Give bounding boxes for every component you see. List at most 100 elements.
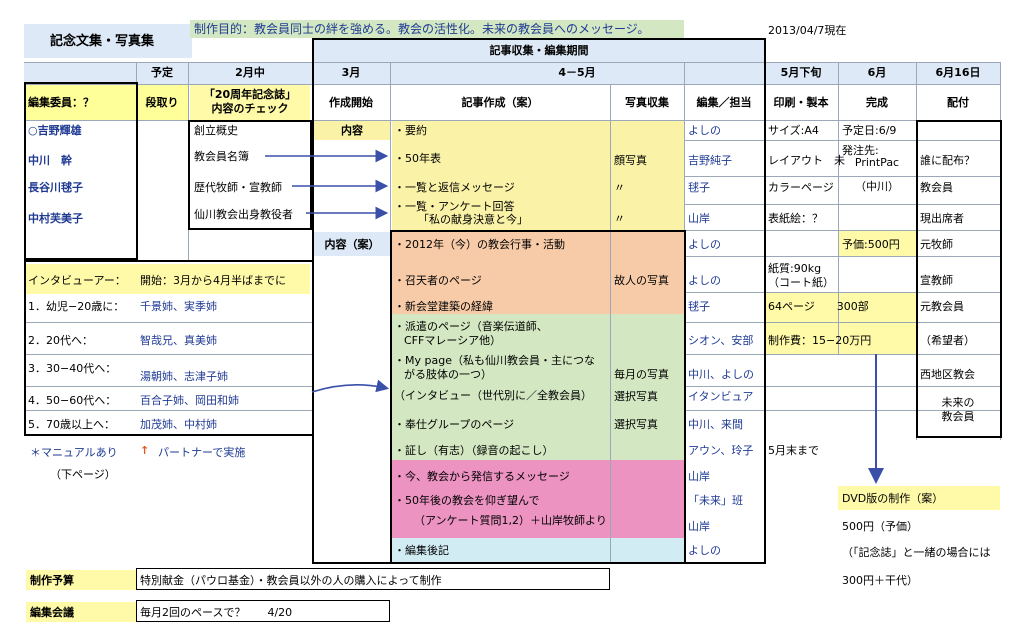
editor-12: アウン、玲子 bbox=[688, 444, 754, 457]
editor-13: 山岸 bbox=[688, 470, 710, 483]
done-label: 完成 bbox=[866, 96, 888, 109]
interview-name-4: 百合子姉、岡田和姉 bbox=[140, 394, 239, 407]
editor-7: 毬子 bbox=[688, 300, 710, 313]
article-3: ・一覧と返信メッセージ bbox=[394, 181, 515, 194]
hdr-aprmay: 4－5月 bbox=[558, 66, 596, 79]
editor-16: よしの bbox=[688, 544, 721, 557]
check-bg bbox=[190, 84, 310, 120]
interview-age-5: 5．70歳以上へ： bbox=[28, 418, 115, 431]
article-14: ・50年後の教会を仰ぎ望んで bbox=[394, 494, 540, 507]
article-2: ・50年表 bbox=[394, 152, 441, 165]
dist-8: 西地区教会 bbox=[920, 368, 975, 381]
print-1: サイズ:A4 bbox=[768, 124, 819, 137]
article-1: ・要約 bbox=[394, 124, 427, 137]
editor-15: 山岸 bbox=[688, 520, 710, 533]
editor-1: よしの bbox=[688, 124, 721, 137]
interview-age-4: 4．50−60代へ： bbox=[28, 394, 117, 407]
start-label: 作成開始 bbox=[329, 96, 373, 109]
done-1: 予定日:6/9 bbox=[842, 124, 897, 137]
dist-7: （希望者） bbox=[920, 334, 975, 347]
dvd-note: （「記念誌」と一緒の場合には bbox=[842, 546, 991, 559]
photo-3: 〃 bbox=[614, 212, 625, 225]
feb-item-3: 歴代牧師・宣教師 bbox=[194, 181, 282, 194]
interview-age-1: 1．幼児−20歳に： bbox=[28, 300, 125, 313]
purpose-bg bbox=[190, 20, 684, 38]
article-6: ・召天者のページ bbox=[394, 274, 482, 287]
pages-bg bbox=[766, 292, 916, 354]
interview-age-3: 3．30−40代へ： bbox=[28, 362, 117, 375]
editor-6: よしの bbox=[688, 274, 721, 287]
photo-2: 〃 bbox=[614, 181, 625, 194]
article-14b: （アンケート質問1,2）＋山岸牧師より bbox=[414, 514, 607, 527]
committee-bg bbox=[24, 84, 136, 120]
done-5: 予価:500円 bbox=[842, 238, 900, 251]
article-10: （インタビュー（世代別に／全教会員） bbox=[394, 389, 592, 402]
check-line1: 「20周年記念誌」 bbox=[203, 88, 297, 101]
feb-item-4: 仙川教会出身教役者 bbox=[194, 208, 293, 221]
partner-note: パートナーで実施 bbox=[158, 446, 246, 459]
hdr-late-may: 5月下旬 bbox=[780, 66, 822, 79]
article-8: ・派遣のページ（音楽伝道師、 bbox=[394, 320, 548, 333]
dvd-bg bbox=[838, 486, 1000, 510]
interview-name-2: 智哉兄、真美姉 bbox=[140, 334, 217, 347]
dist-10: 教会員 bbox=[941, 410, 975, 423]
dandori-label: 段取り bbox=[145, 96, 179, 109]
editor-8: シオン、安部 bbox=[688, 334, 754, 347]
budget-label-bg bbox=[26, 570, 136, 590]
editor-9: 中川、よしの bbox=[688, 368, 754, 381]
dist-9: 未来の bbox=[941, 396, 975, 409]
print-8: 制作費：15−20万円 bbox=[768, 334, 872, 347]
editor-11: 中川、来間 bbox=[688, 418, 743, 431]
naiyo-label: 内容 bbox=[341, 124, 363, 137]
meeting-label: 編集会議 bbox=[30, 606, 74, 619]
dvd-price: 500円（予価） bbox=[842, 520, 918, 533]
photo-label: 写真収集 bbox=[625, 96, 669, 109]
photo-4: 故人の写真 bbox=[614, 274, 669, 287]
article-4b: 「私の献身決意と今」 bbox=[418, 213, 528, 226]
print-label: 印刷・製本 bbox=[773, 96, 829, 109]
done-3: PrintPac bbox=[854, 156, 900, 169]
interview-name-1: 千景姉、実季姉 bbox=[140, 300, 217, 313]
dist-6: 元教会員 bbox=[920, 300, 964, 313]
photo-7: 選択写真 bbox=[614, 418, 658, 431]
budget-text: 特別献金（パウロ基金）・教会員以外の人の購入によって制作 bbox=[140, 574, 442, 587]
check-line2: 内容のチェック bbox=[211, 102, 289, 115]
naiyo-an-label: 内容（案） bbox=[324, 238, 380, 251]
period-bg bbox=[314, 40, 764, 62]
period-label: 記事収集・編集期間 bbox=[489, 44, 589, 57]
member-1: ○吉野輝雄 bbox=[28, 124, 82, 137]
editor-5: よしの bbox=[688, 238, 721, 251]
member-4: 中村芙美子 bbox=[28, 212, 83, 225]
article-8b: CFFマレーシア他） bbox=[404, 334, 502, 347]
article-5: ・2012年（今）の教会行事・活動 bbox=[394, 238, 565, 251]
member-2: 中川 幹 bbox=[28, 154, 72, 167]
dvd-title: DVD版の制作（案） bbox=[842, 492, 944, 505]
print-6: （コート紙） bbox=[768, 276, 834, 289]
interview-name-3: 湯朝姉、志津子姉 bbox=[140, 370, 228, 383]
interview-bg bbox=[24, 264, 310, 294]
dandori-bg bbox=[138, 84, 188, 120]
article-15: ・編集後記 bbox=[394, 544, 449, 557]
lblue-bg bbox=[392, 538, 684, 562]
meeting-label-bg bbox=[26, 602, 136, 622]
print-2: レイアウト 未 bbox=[768, 154, 845, 167]
feb-frame bbox=[188, 120, 312, 230]
dist-5: 宣教師 bbox=[920, 274, 953, 287]
manual-note: ＊マニュアルあり bbox=[30, 446, 118, 459]
editor-10: イタンビュア bbox=[688, 390, 754, 403]
dist-frame bbox=[916, 120, 1002, 438]
dist-1: 誰に配布？ bbox=[920, 154, 975, 167]
dist-2: 教会員 bbox=[920, 181, 953, 194]
article-12: ・証し（有志）（録音の起こし） bbox=[394, 444, 554, 457]
price-bg bbox=[838, 230, 916, 256]
committee-frame bbox=[24, 82, 138, 260]
green-bg bbox=[392, 314, 684, 460]
budget-label: 制作予算 bbox=[30, 574, 74, 587]
article-11: ・奉仕グループのページ bbox=[394, 418, 515, 431]
dvd-note2: 300円＋干代） bbox=[842, 574, 918, 587]
editor-2: 吉野純子 bbox=[688, 154, 732, 167]
interview-title: インタビューアー： bbox=[28, 274, 126, 287]
pink-bg bbox=[392, 460, 684, 538]
photo-5: 毎月の写真 bbox=[614, 368, 669, 381]
